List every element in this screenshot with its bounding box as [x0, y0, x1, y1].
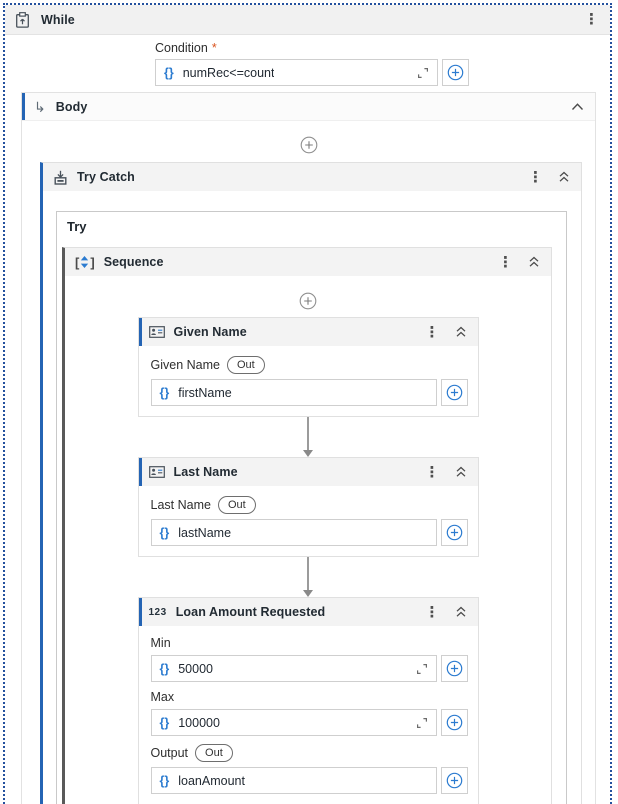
return-arrow-icon: ↳: [34, 98, 46, 115]
collapse-all-icon[interactable]: [558, 171, 570, 183]
sequence-activity[interactable]: [ ] Sequence ⋮: [62, 247, 552, 804]
collapse-all-icon[interactable]: [455, 606, 467, 618]
expression-input[interactable]: {} firstName: [150, 379, 437, 406]
expand-editor-icon[interactable]: [416, 663, 428, 675]
expression-text: firstName: [178, 385, 232, 400]
contact-card-icon: [148, 466, 165, 478]
field-label: Min: [150, 636, 171, 650]
try-label: Try: [67, 219, 87, 234]
add-activity-button[interactable]: [300, 136, 318, 154]
body-accent-bar: [22, 93, 25, 120]
plus-button[interactable]: [440, 709, 468, 736]
braces-icon: {}: [159, 385, 170, 400]
accent-bar: [138, 458, 142, 486]
expression-input[interactable]: {} 50000: [150, 655, 437, 682]
kebab-menu-icon[interactable]: ⋮: [584, 11, 599, 28]
plus-button[interactable]: [440, 519, 468, 546]
expand-editor-icon[interactable]: [416, 717, 428, 729]
expression-input[interactable]: {} 100000: [150, 709, 437, 736]
condition-plus-button[interactable]: [442, 59, 469, 86]
while-activity[interactable]: While ⋮ Condition * {} numRec<=count: [3, 3, 612, 804]
add-activity-button[interactable]: [299, 292, 317, 310]
expression-input[interactable]: {} loanAmount: [150, 767, 437, 794]
braces-icon: {}: [159, 715, 170, 730]
expression-text: 50000: [178, 661, 213, 676]
activity-header[interactable]: Last Name ⋮: [138, 458, 478, 486]
connector-arrow: [303, 450, 313, 457]
sequence-icon: [ ]: [75, 254, 95, 270]
try-catch-icon: [53, 170, 68, 185]
condition-expression-text: numRec<=count: [182, 65, 275, 80]
activity-title: Loan Amount Requested: [175, 605, 326, 619]
out-badge: Out: [217, 496, 256, 514]
braces-icon: {}: [164, 65, 174, 80]
kebab-menu-icon[interactable]: ⋮: [498, 253, 513, 271]
field-label: Given Name: [150, 358, 220, 372]
collapse-all-icon[interactable]: [455, 326, 467, 338]
body-header[interactable]: ↳ Body: [22, 93, 595, 121]
field-label: Output: [150, 746, 189, 760]
expression-text: lastName: [178, 525, 232, 540]
kebab-menu-icon[interactable]: ⋮: [424, 603, 440, 621]
collapse-chevron-icon[interactable]: [571, 102, 584, 111]
sequence-header[interactable]: [ ] Sequence ⋮: [65, 248, 551, 276]
activity-title: Given Name: [173, 325, 247, 339]
try-section: Try [ ] Sequence: [56, 211, 567, 804]
field-label: Max: [150, 690, 175, 704]
accent-bar: [138, 318, 142, 346]
kebab-menu-icon[interactable]: ⋮: [528, 168, 543, 186]
out-badge: Out: [226, 356, 265, 374]
collapse-all-icon[interactable]: [528, 256, 540, 268]
activity-card-given-name[interactable]: Given Name ⋮: [137, 317, 479, 417]
braces-icon: {}: [159, 773, 170, 788]
out-badge: Out: [195, 744, 233, 762]
activity-card-loan-amount[interactable]: 123 Loan Amount Requested ⋮: [137, 597, 479, 804]
plus-button[interactable]: [440, 767, 468, 794]
contact-card-icon: [148, 326, 165, 338]
body-title: Body: [55, 99, 88, 114]
activity-card-last-name[interactable]: Last Name ⋮: [137, 457, 479, 557]
connector: [65, 417, 551, 457]
number-123-icon: 123: [148, 606, 167, 618]
while-title: While: [41, 12, 75, 27]
required-asterisk: *: [211, 41, 217, 55]
sequence-title: Sequence: [103, 255, 164, 269]
body-panel: ↳ Body: [21, 92, 596, 804]
expression-input[interactable]: {} lastName: [150, 519, 437, 546]
condition-section: Condition * {} numRec<=count: [5, 35, 610, 86]
try-catch-header[interactable]: Try Catch ⋮: [43, 163, 581, 191]
condition-label: Condition: [155, 41, 208, 55]
activity-header[interactable]: 123 Loan Amount Requested ⋮: [138, 598, 478, 626]
braces-icon: {}: [159, 661, 170, 676]
expression-text: 100000: [178, 715, 220, 730]
while-header[interactable]: While ⋮: [5, 5, 610, 35]
expression-text: loanAmount: [178, 773, 245, 788]
accent-bar: [138, 598, 142, 626]
expand-editor-icon[interactable]: [417, 67, 429, 79]
collapse-all-icon[interactable]: [455, 466, 467, 478]
while-icon: [15, 11, 30, 28]
kebab-menu-icon[interactable]: ⋮: [424, 463, 440, 481]
connector-arrow: [303, 590, 313, 597]
try-catch-activity[interactable]: Try Catch ⋮ Try: [40, 162, 582, 804]
try-catch-title: Try Catch: [77, 170, 135, 184]
activity-header[interactable]: Given Name ⋮: [138, 318, 478, 346]
connector: [65, 557, 551, 597]
field-label: Last Name: [150, 498, 211, 512]
condition-expression-input[interactable]: {} numRec<=count: [155, 59, 438, 86]
plus-button[interactable]: [440, 655, 468, 682]
plus-button[interactable]: [440, 379, 468, 406]
activity-title: Last Name: [173, 465, 238, 479]
kebab-menu-icon[interactable]: ⋮: [424, 323, 440, 341]
braces-icon: {}: [159, 525, 170, 540]
